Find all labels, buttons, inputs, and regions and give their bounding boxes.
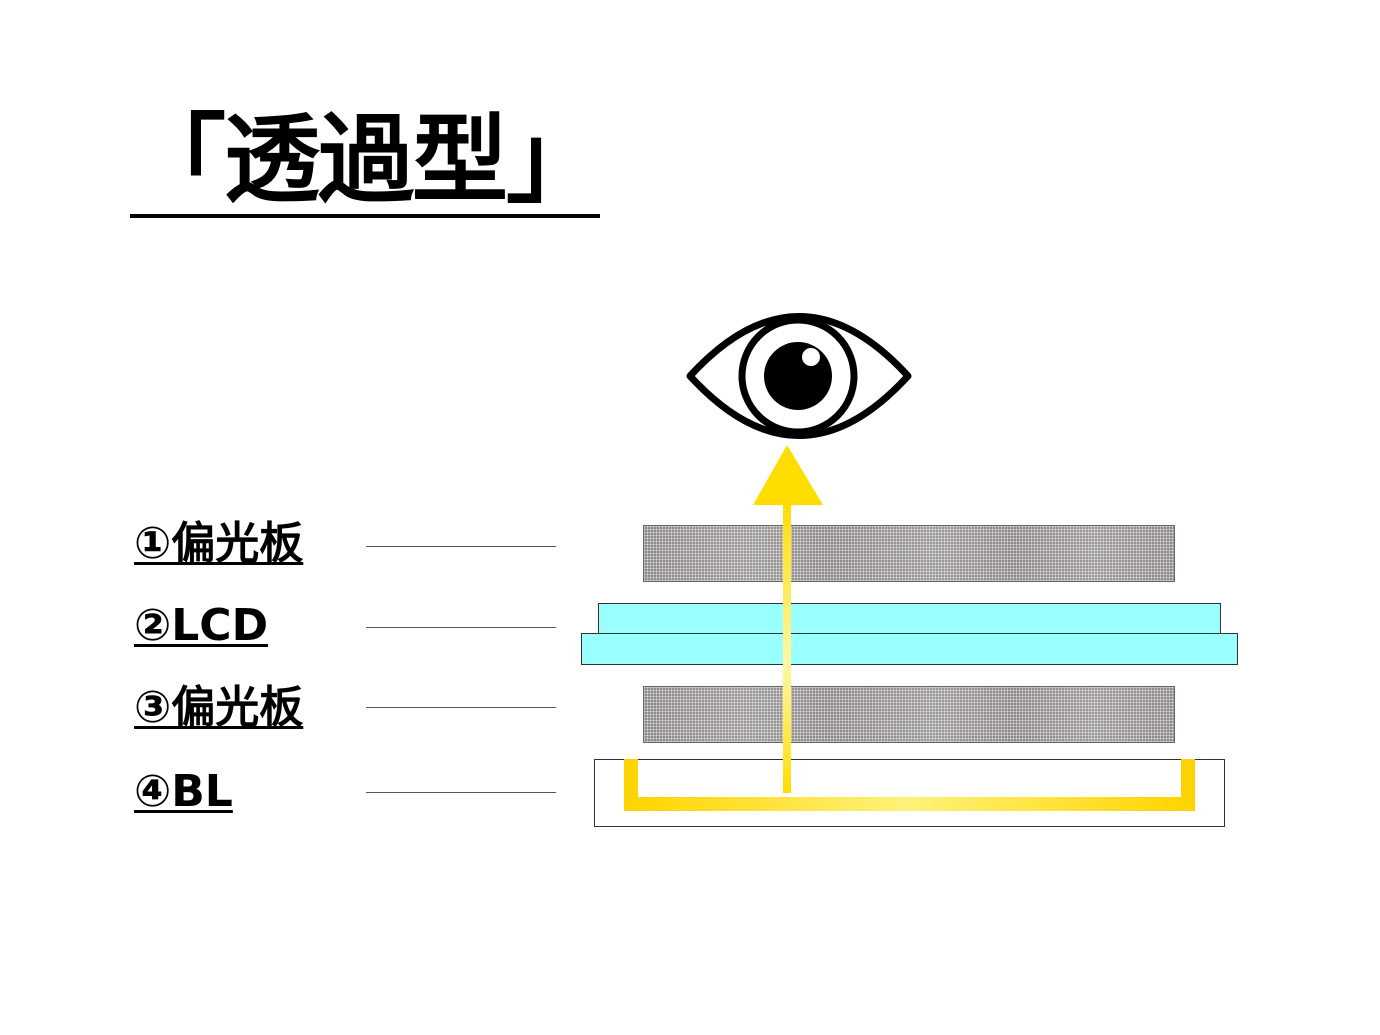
polarizer-bottom-layer [643, 686, 1175, 743]
label-polarizer-top: ①偏光板 [134, 518, 304, 569]
light-ray-shaft [783, 500, 791, 793]
leader-line-polarizer-bottom [366, 707, 556, 708]
label-lcd: ②LCD [134, 600, 269, 651]
leader-line-lcd [366, 627, 556, 628]
leader-line-polarizer-top [366, 546, 556, 547]
label-backlight: ④BL [134, 766, 233, 817]
diagram-title: 「透過型」 [130, 104, 602, 218]
backlight-light-guide [624, 759, 1195, 811]
lcd-lower-glass [581, 633, 1238, 665]
leader-line-backlight [366, 792, 556, 793]
polarizer-top-layer [643, 525, 1175, 582]
lcd-upper-glass [598, 603, 1221, 635]
eye-icon [686, 313, 912, 439]
backlight-frame [594, 759, 1225, 827]
light-ray-arrowhead [753, 445, 823, 505]
label-polarizer-bottom: ③偏光板 [134, 682, 304, 733]
